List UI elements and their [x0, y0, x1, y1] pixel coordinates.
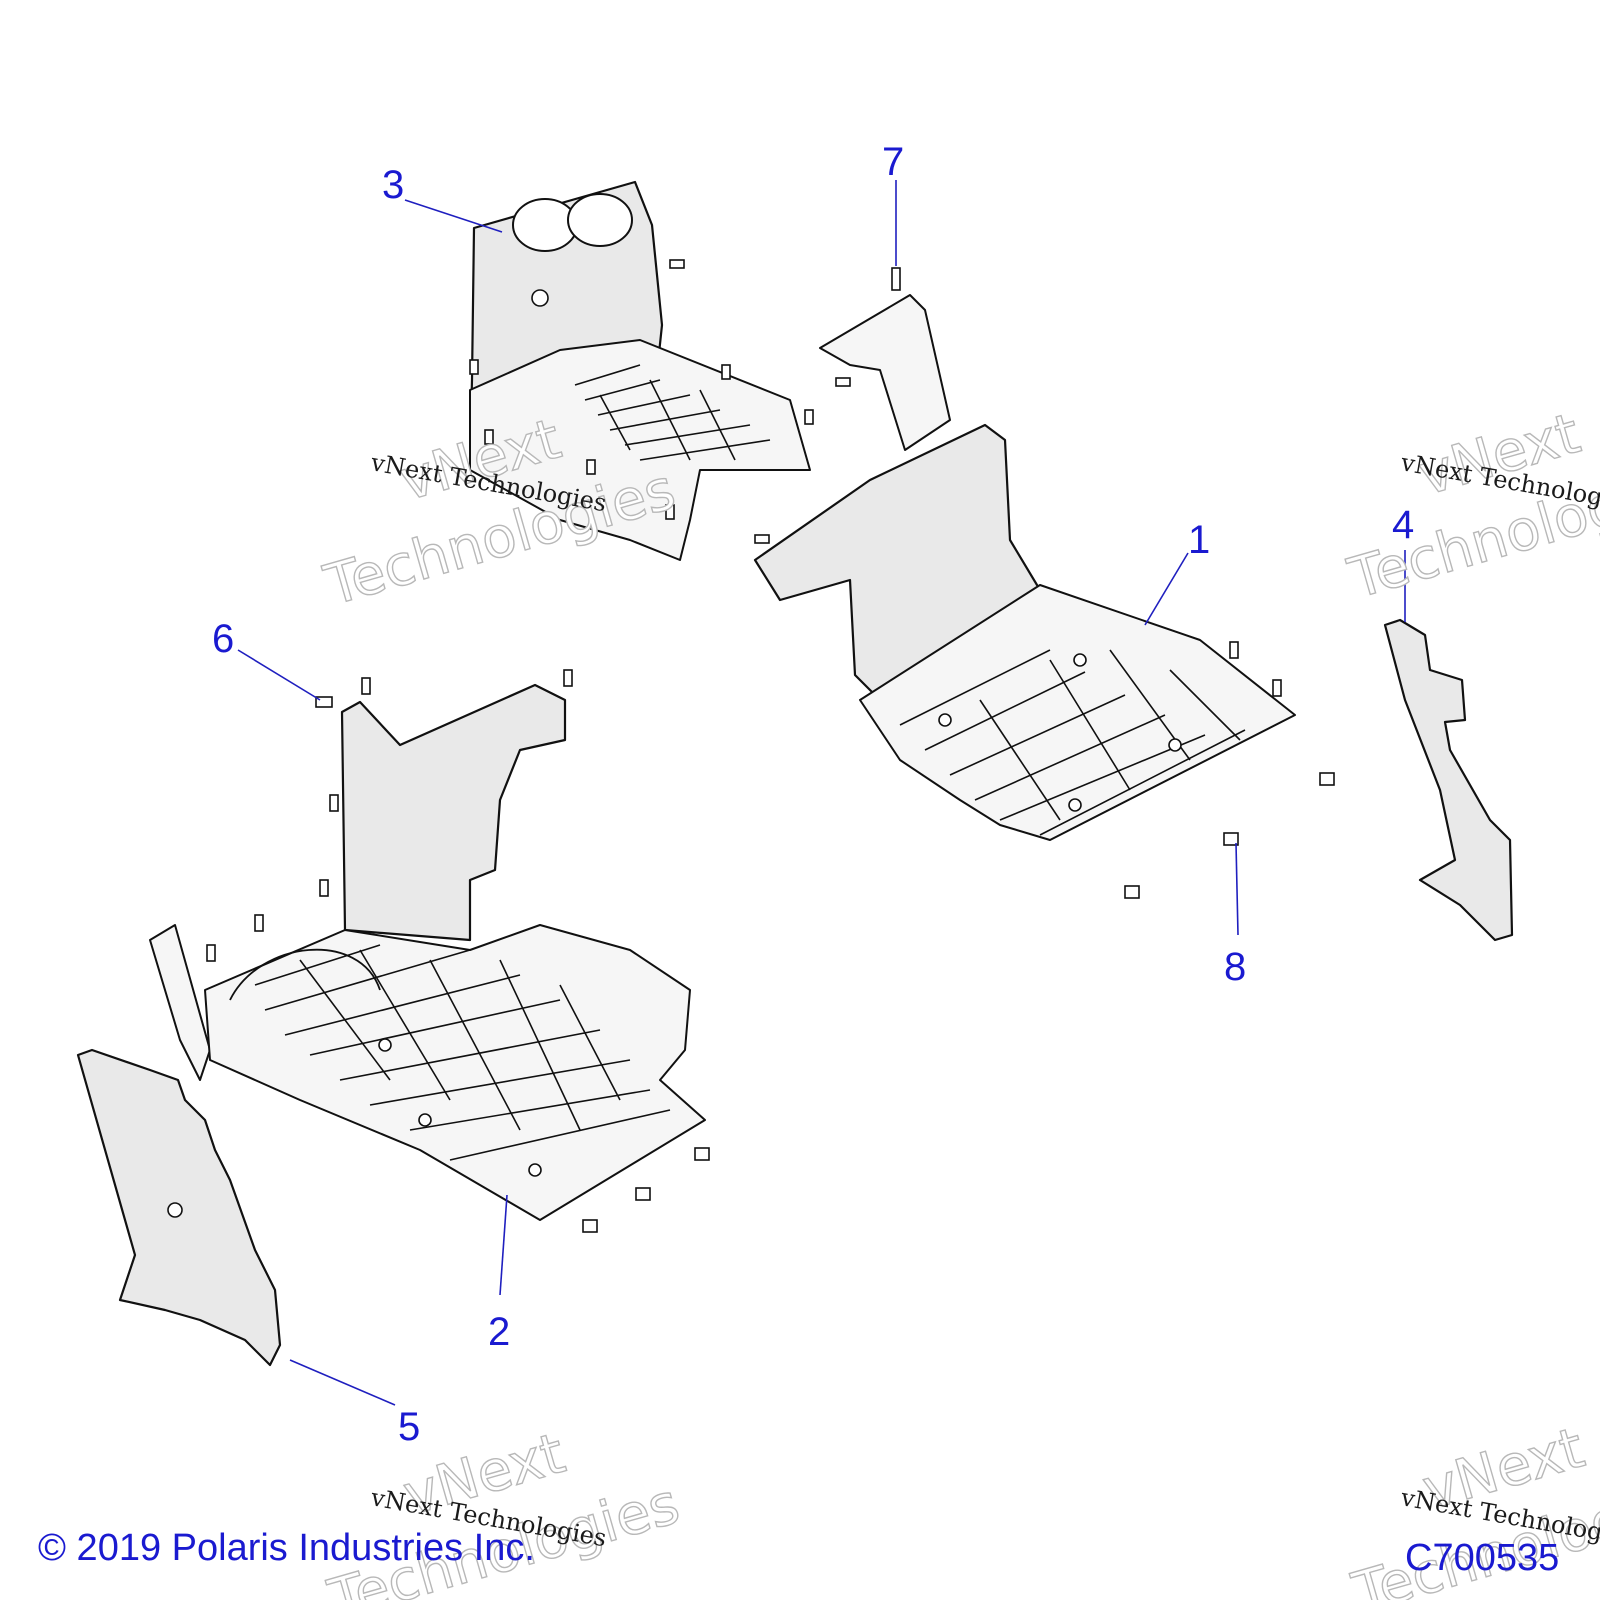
callout-7: 7	[882, 140, 904, 184]
callouts: 1 2 3 4 5 6 7 8	[212, 140, 1414, 1449]
part-3-grate	[574, 364, 771, 461]
part-2-front-floor	[149, 683, 706, 1221]
part-3-console	[468, 180, 811, 561]
watermark-bottom-left: vNext Technologies vNext Technologies	[321, 1420, 687, 1600]
callout-2: 2	[488, 1310, 510, 1354]
part-4-right-panel	[1383, 618, 1514, 942]
callout-4: 4	[1392, 503, 1414, 547]
part-1-rear-floor	[753, 294, 1296, 841]
watermark-top-right: vNext Technologies vNext Technologies	[1341, 400, 1600, 612]
callout-8: 8	[1224, 945, 1246, 989]
leader-lines	[237, 180, 1406, 1406]
callout-6: 6	[212, 617, 234, 661]
figure-code: C700535	[1405, 1537, 1559, 1579]
callout-3: 3	[382, 163, 404, 207]
fasteners	[206, 259, 1335, 1233]
callout-5: 5	[398, 1405, 420, 1449]
callout-1: 1	[1188, 518, 1210, 562]
copyright-notice: © 2019 Polaris Industries Inc.	[38, 1527, 535, 1569]
part-5-left-panel	[76, 1048, 282, 1367]
